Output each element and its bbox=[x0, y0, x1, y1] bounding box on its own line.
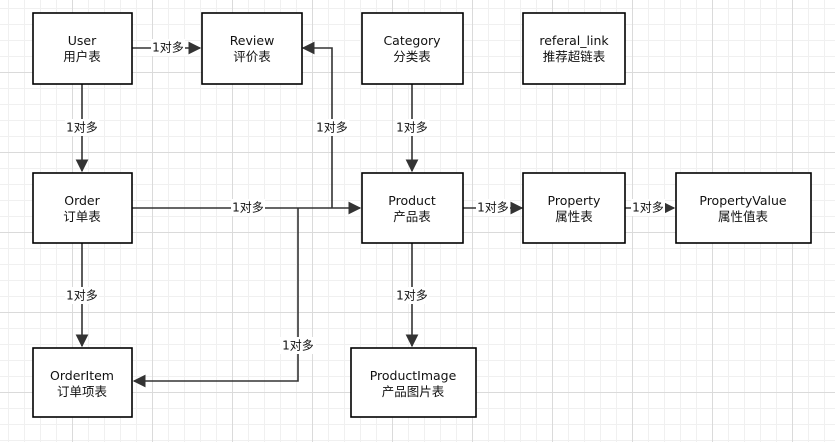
entity-property-subtitle: 属性表 bbox=[555, 209, 593, 224]
entity-product-subtitle: 产品表 bbox=[393, 209, 431, 224]
edge-label-product-productimage: 1对多 bbox=[396, 289, 428, 303]
edge-product-productimage: 1对多 bbox=[395, 243, 429, 348]
entity-referal-link-name: referal_link bbox=[539, 33, 609, 48]
entity-review-name: Review bbox=[230, 33, 275, 48]
edge-property-propertyvalue: 1对多 bbox=[625, 199, 676, 216]
entity-productimage[interactable]: ProductImage 产品图片表 bbox=[350, 347, 477, 418]
edge-label-user-review: 1对多 bbox=[152, 41, 184, 55]
entity-orderitem-name: OrderItem bbox=[50, 368, 114, 383]
edge-label-order-product: 1对多 bbox=[232, 201, 264, 215]
entity-propertyvalue-subtitle: 属性值表 bbox=[718, 209, 769, 224]
edge-order-orderitem: 1对多 bbox=[65, 243, 99, 348]
entity-product[interactable]: Product 产品表 bbox=[361, 172, 464, 244]
entity-orderitem[interactable]: OrderItem 订单项表 bbox=[32, 347, 133, 418]
entity-order-name: Order bbox=[64, 193, 100, 208]
entity-referal-link[interactable]: referal_link 推荐超链表 bbox=[522, 12, 626, 85]
edge-label-order-orderitem: 1对多 bbox=[66, 289, 98, 303]
entity-propertyvalue[interactable]: PropertyValue 属性值表 bbox=[675, 172, 812, 244]
entity-propertyvalue-name: PropertyValue bbox=[699, 193, 787, 208]
entity-review-subtitle: 评价表 bbox=[233, 49, 271, 64]
edge-order-product: 1对多 bbox=[132, 199, 362, 216]
entity-category-name: Category bbox=[383, 33, 441, 48]
edge-label-product-review: 1对多 bbox=[316, 121, 348, 135]
edge-category-product: 1对多 bbox=[395, 84, 429, 173]
edge-user-order: 1对多 bbox=[65, 84, 99, 173]
edge-label-product-property: 1对多 bbox=[477, 201, 509, 215]
edge-label-property-propertyvalue: 1对多 bbox=[632, 201, 664, 215]
entity-orderitem-subtitle: 订单项表 bbox=[57, 384, 108, 399]
edge-product-property: 1对多 bbox=[463, 199, 524, 216]
entity-user[interactable]: User 用户表 bbox=[32, 12, 133, 85]
edge-product-orderitem: 1对多 bbox=[132, 208, 316, 388]
entity-category[interactable]: Category 分类表 bbox=[361, 12, 464, 85]
entity-productimage-name: ProductImage bbox=[370, 368, 457, 383]
edge-label-category-product: 1对多 bbox=[396, 121, 428, 135]
entity-order[interactable]: Order 订单表 bbox=[32, 172, 133, 244]
edge-label-user-order: 1对多 bbox=[66, 121, 98, 135]
entity-referal-link-subtitle: 推荐超链表 bbox=[543, 49, 606, 64]
entity-category-subtitle: 分类表 bbox=[393, 49, 431, 64]
entity-product-name: Product bbox=[388, 193, 436, 208]
entity-productimage-subtitle: 产品图片表 bbox=[382, 384, 445, 399]
entity-property-name: Property bbox=[548, 193, 601, 208]
entity-property[interactable]: Property 属性表 bbox=[522, 172, 626, 244]
entity-user-name: User bbox=[68, 33, 97, 48]
edge-user-review: 1对多 bbox=[132, 39, 202, 56]
entity-order-subtitle: 订单表 bbox=[63, 209, 101, 224]
entity-review[interactable]: Review 评价表 bbox=[201, 12, 303, 85]
entity-user-subtitle: 用户表 bbox=[63, 49, 101, 64]
edge-label-product-orderitem: 1对多 bbox=[282, 339, 314, 353]
edge-product-review: 1对多 bbox=[301, 41, 349, 208]
